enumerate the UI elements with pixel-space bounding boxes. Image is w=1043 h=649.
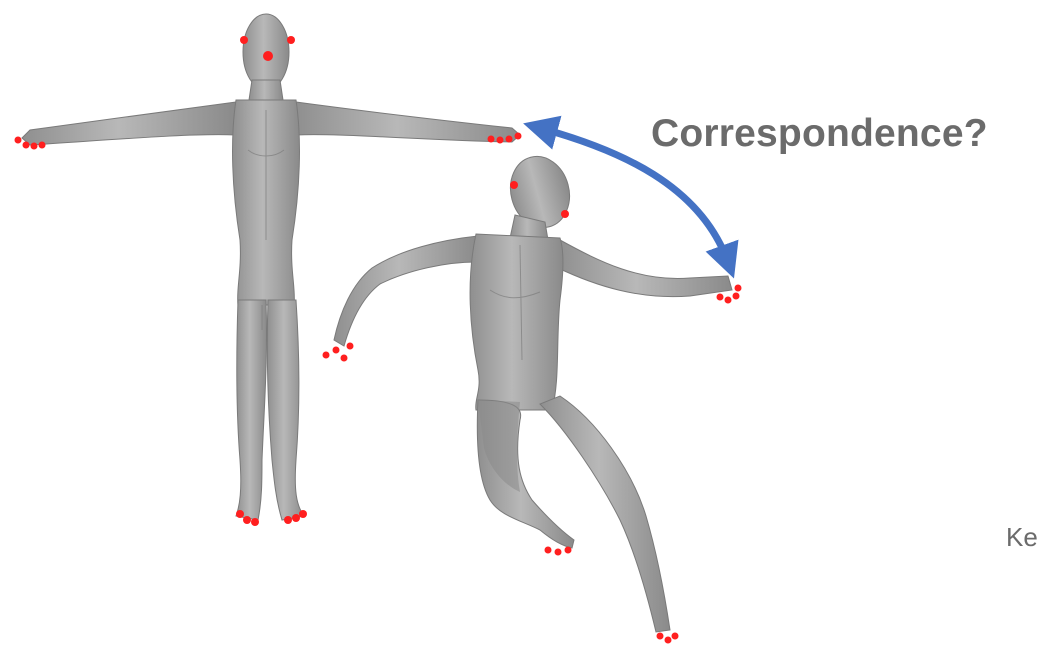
correspondence-label: Correspondence? (651, 112, 988, 156)
keypoint (488, 136, 495, 143)
keypoint (31, 143, 38, 150)
keypoint (555, 549, 562, 556)
keypoint (243, 516, 251, 524)
keypoint (510, 181, 518, 189)
keypoint (515, 133, 522, 140)
keypoint (733, 293, 740, 300)
keypoint (287, 36, 295, 44)
dynamic-pose-left-arm (334, 236, 478, 346)
keypoint (672, 633, 679, 640)
cut-off-label: Ke (1006, 522, 1038, 553)
t-pose-human (22, 14, 520, 520)
keypoint (39, 142, 46, 149)
keypoint (299, 510, 307, 518)
dynamic-pose-human (334, 150, 732, 632)
dynamic-pose-extended-leg (540, 396, 670, 632)
keypoint (323, 352, 330, 359)
keypoint (251, 518, 259, 526)
keypoint (347, 343, 354, 350)
t-pose-right-leg (267, 300, 304, 520)
keypoint (284, 516, 292, 524)
keypoint (333, 347, 340, 354)
keypoint (236, 510, 244, 518)
keypoint (23, 142, 30, 149)
keypoint (657, 633, 664, 640)
dynamic-pose-torso (470, 234, 563, 410)
keypoint (497, 137, 504, 144)
t-pose-left-leg (236, 300, 267, 520)
t-pose-neck (249, 80, 283, 100)
keypoint (292, 514, 300, 522)
keypoint (735, 285, 742, 292)
keypoint (15, 137, 22, 144)
keypoint (263, 51, 273, 61)
keypoint (565, 547, 572, 554)
t-pose-right-arm (296, 102, 520, 142)
keypoint (561, 210, 569, 218)
keypoint (717, 294, 724, 301)
dynamic-pose-right-arm (558, 240, 732, 297)
keypoint (725, 297, 732, 304)
keypoint (240, 36, 248, 44)
keypoint (545, 547, 552, 554)
keypoint (341, 355, 348, 362)
t-pose-left-arm (22, 102, 236, 145)
keypoint (665, 637, 672, 644)
keypoint (506, 136, 513, 143)
